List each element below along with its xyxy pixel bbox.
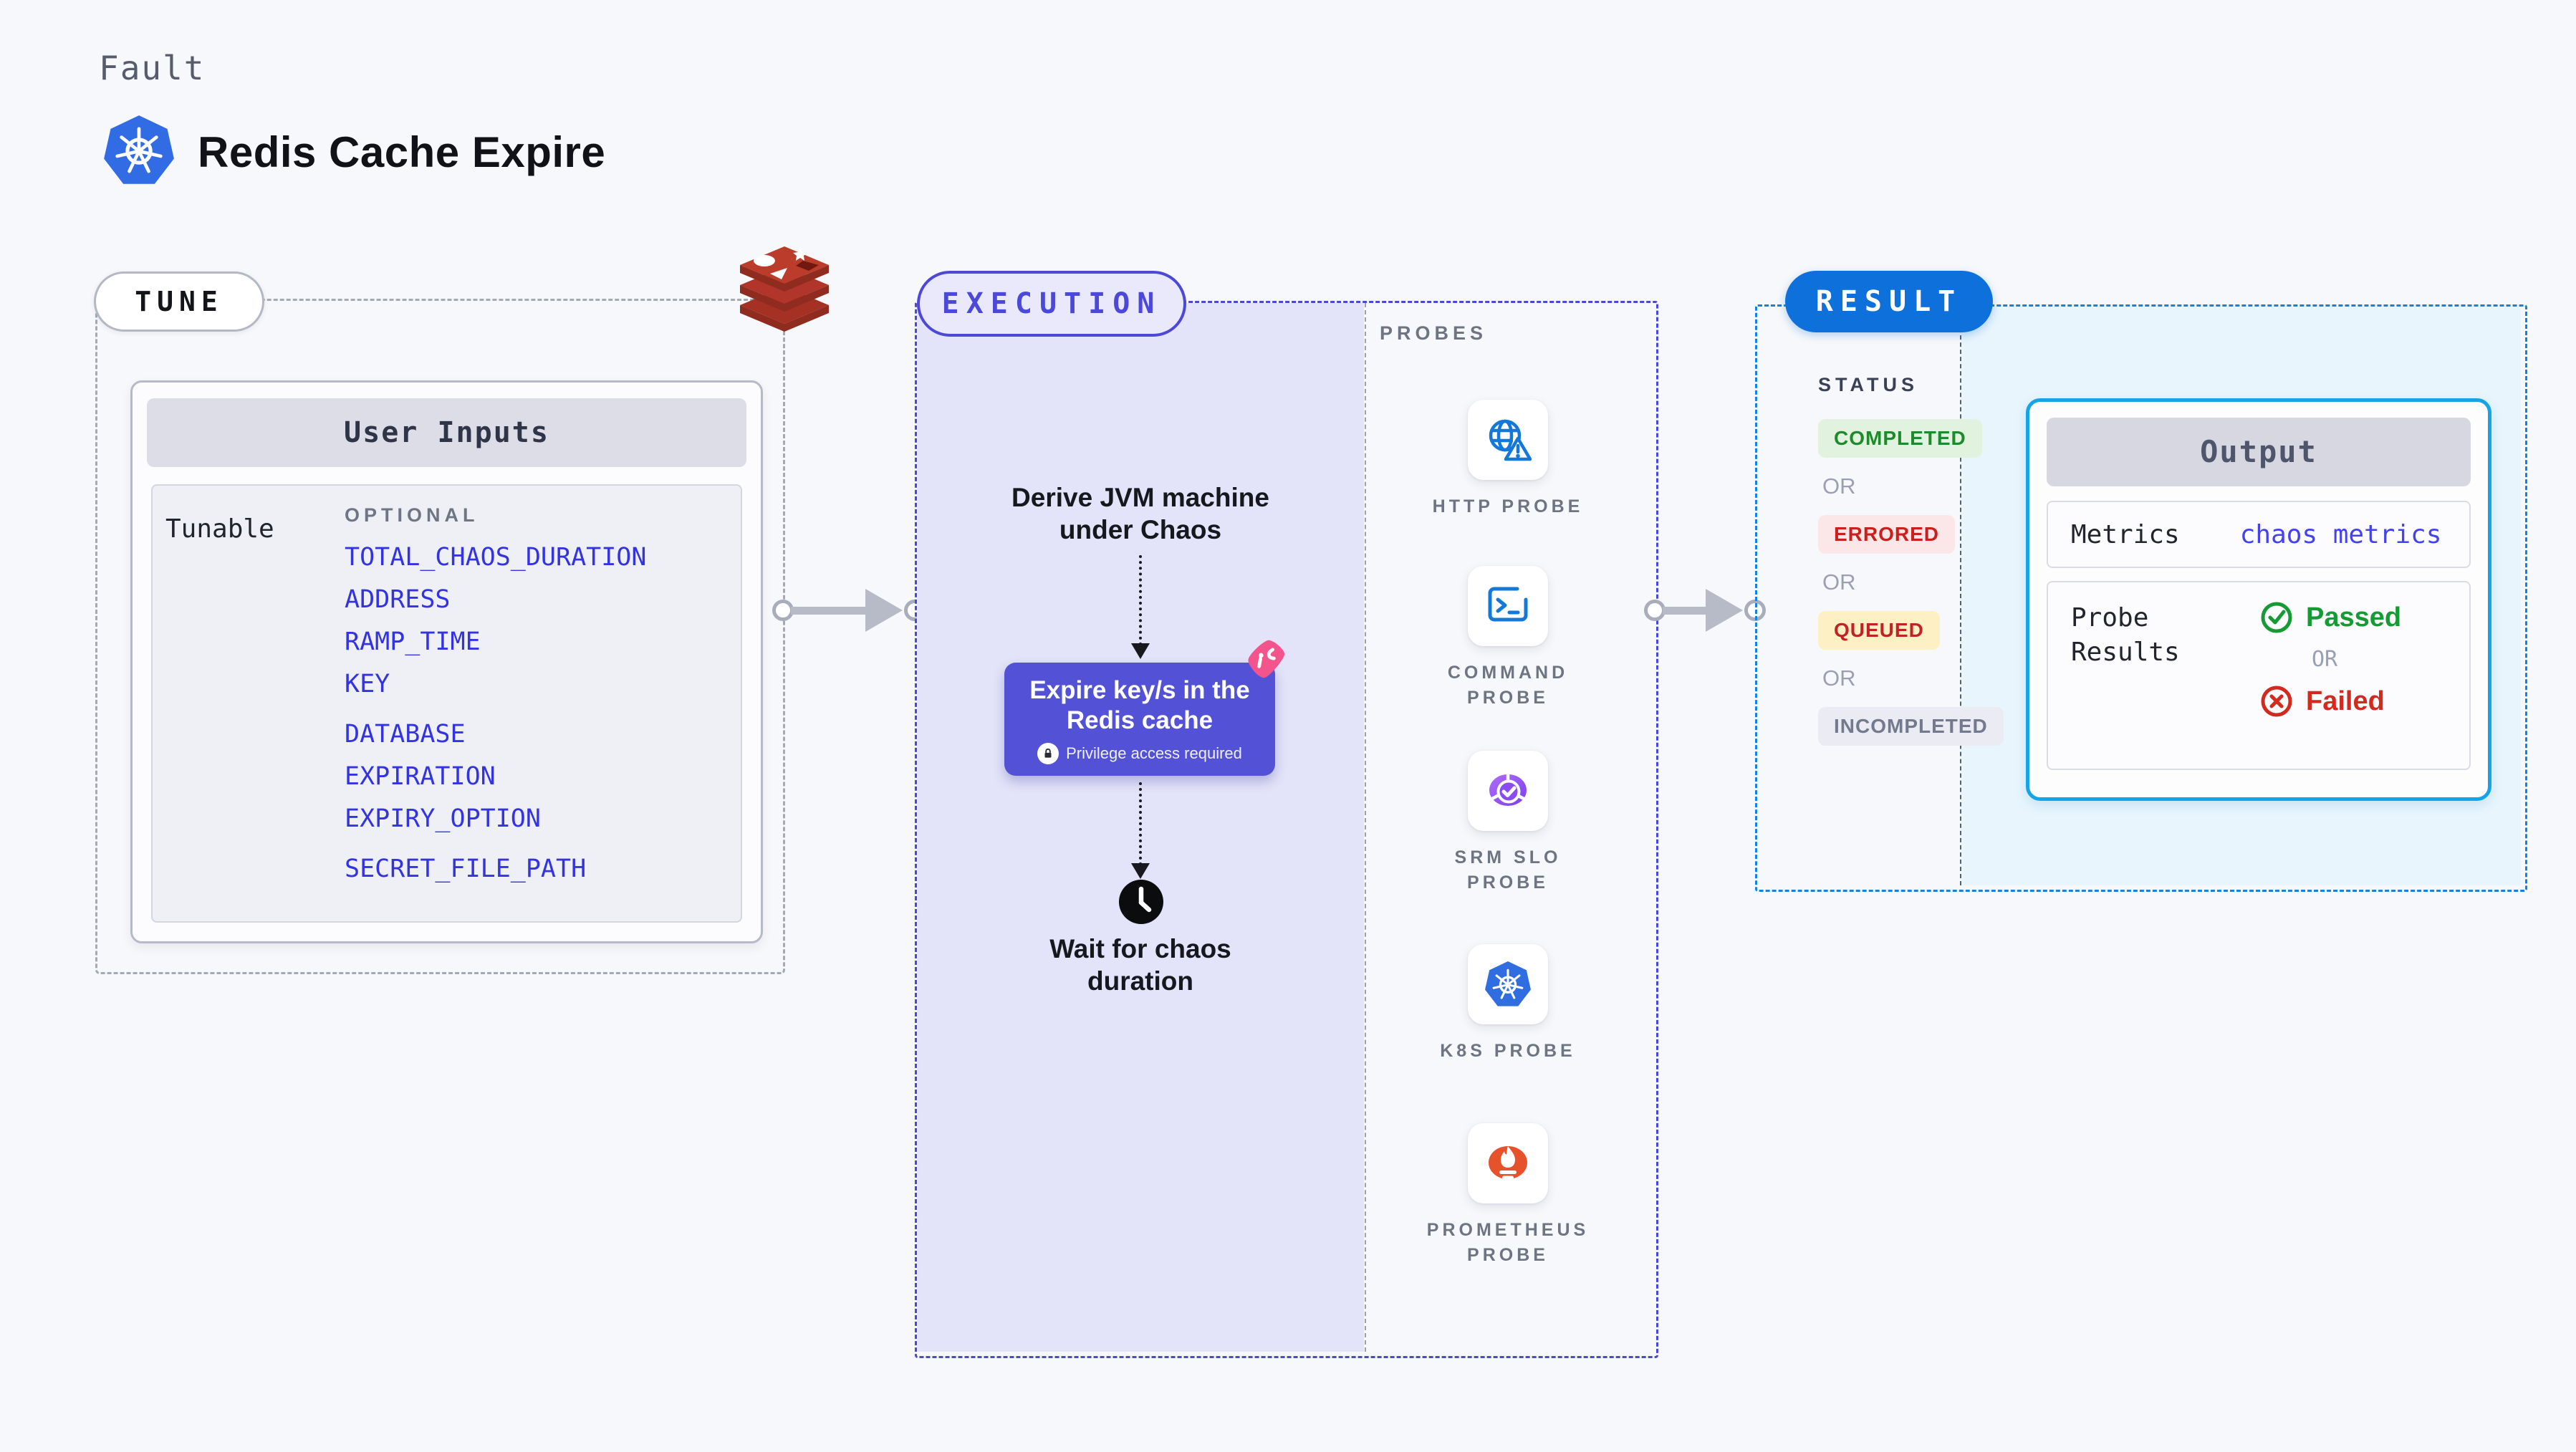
wait-step-text: Wait for chaos duration [1049,934,1231,996]
connector-arrowhead [1706,589,1743,632]
optional-params-column: OPTIONAL TOTAL_CHAOS_DURATION ADDRESS RA… [345,504,646,884]
metrics-row: Metrics chaos metrics [2047,501,2471,568]
output-card: Output Metrics chaos metrics Probe Resul… [2026,398,2491,801]
status-badge-errored: ERRORED [1818,515,1956,554]
user-inputs-card: User Inputs Tunable OPTIONAL TOTAL_CHAOS… [130,380,763,943]
probe-label: HTTP PROBE [1432,496,1584,516]
probes-divider [1365,303,1366,1352]
page-title: Redis Cache Expire [198,128,606,176]
param-key: KEY [345,670,390,698]
connector-line [1663,607,1711,615]
probe-srm-slo: SRM SLO PROBE [1415,751,1601,895]
user-inputs-header: User Inputs [147,398,746,467]
result-section-box [1755,304,2527,892]
status-badge-incompleted: INCOMPLETED [1818,707,2004,746]
x-circle-icon [2261,686,2292,717]
globe-warning-icon [1489,419,1532,461]
flow-dotted-line [1139,555,1142,645]
connector-line [791,607,871,615]
lock-icon [1037,743,1059,764]
probes-heading: PROBES [1380,322,1488,344]
tunable-row-label: Tunable [165,514,274,544]
metrics-value: chaos metrics [2239,519,2442,549]
probe-http: HTTP PROBE [1415,400,1601,519]
probe-label: SRM SLO PROBE [1454,847,1562,893]
derive-step-text: Derive JVM machine under Chaos [1011,483,1269,544]
status-badge-queued: QUEUED [1818,611,1940,650]
flow-arrow-down-icon [1131,643,1150,659]
execution-section-pill: EXECUTION [917,271,1186,337]
probe-label: PROMETHEUS PROBE [1426,1220,1590,1265]
flow-arrow-down-icon [1131,863,1150,879]
probe-command: COMMAND PROBE [1415,566,1601,711]
fault-kind-label: Fault [99,49,206,87]
probe-card [1468,566,1548,646]
probe-results-values: Passed OR Failed [2234,601,2446,750]
metrics-label: Metrics [2071,519,2180,549]
status-heading: STATUS [1818,374,1918,395]
probe-results-row: Probe Results Passed OR Failed [2047,581,2471,770]
failed-row: Failed [2260,685,2446,718]
terminal-icon [1488,587,1528,622]
probe-k8s: K8S PROBE [1415,944,1601,1064]
param-expiry-option: EXPIRY_OPTION [345,804,541,833]
prometheus-flame-icon [1489,1146,1527,1180]
chaos-action-title: Expire key/s in the Redis cache [1029,676,1250,734]
probe-card [1468,944,1548,1024]
param-total-chaos-duration: TOTAL_CHAOS_DURATION [345,543,647,572]
user-inputs-body: Tunable OPTIONAL TOTAL_CHAOS_DURATION AD… [151,484,742,923]
redis-logo-icon [740,246,829,332]
connector-arrowhead [865,589,903,632]
result-divider [1960,307,1961,885]
status-badge-completed: COMPLETED [1818,419,1982,458]
slo-donut-check-icon [1489,774,1527,806]
param-secret-file-path: SECRET_FILE_PATH [345,855,587,883]
status-column: STATUS COMPLETED OR ERRORED OR QUEUED OR… [1818,374,2004,746]
clock-icon [1119,880,1163,924]
param-address: ADDRESS [345,585,451,614]
probe-results-label: Probe Results [2071,603,2180,667]
check-circle-icon [2261,602,2292,633]
probe-label: COMMAND PROBE [1447,663,1569,708]
param-expiration: EXPIRATION [345,762,496,791]
or-label: OR [2312,647,2338,672]
or-label: OR [1822,665,1856,691]
or-label: OR [1822,473,1856,499]
param-ramp-time: RAMP_TIME [345,628,481,656]
kubernetes-icon [1485,961,1531,1006]
tune-section-pill: TUNE [94,271,264,332]
passed-label: Passed [2306,602,2402,633]
probe-label: K8S PROBE [1440,1041,1576,1061]
probe-card [1468,1123,1548,1203]
privilege-label: Privilege access required [1066,744,1242,762]
output-header: Output [2047,418,2471,486]
passed-row: Passed [2260,601,2446,634]
optional-group-label: OPTIONAL [345,504,479,526]
probe-card [1468,400,1548,480]
result-section-pill: RESULT [1785,271,1993,332]
flow-dotted-line [1139,782,1142,865]
chaos-action-card: Expire key/s in the Redis cache Privileg… [1004,663,1275,776]
failed-label: Failed [2306,686,2385,716]
chaos-experiment-badge-icon [1248,640,1285,678]
kubernetes-icon [104,115,174,184]
privilege-row: Privilege access required [1004,743,1275,764]
tune-section-box [95,299,785,974]
probe-prometheus: PROMETHEUS PROBE [1415,1123,1601,1268]
probe-card [1468,751,1548,831]
execution-section-box [915,301,1658,1358]
param-database: DATABASE [345,720,466,749]
or-label: OR [1822,569,1856,595]
